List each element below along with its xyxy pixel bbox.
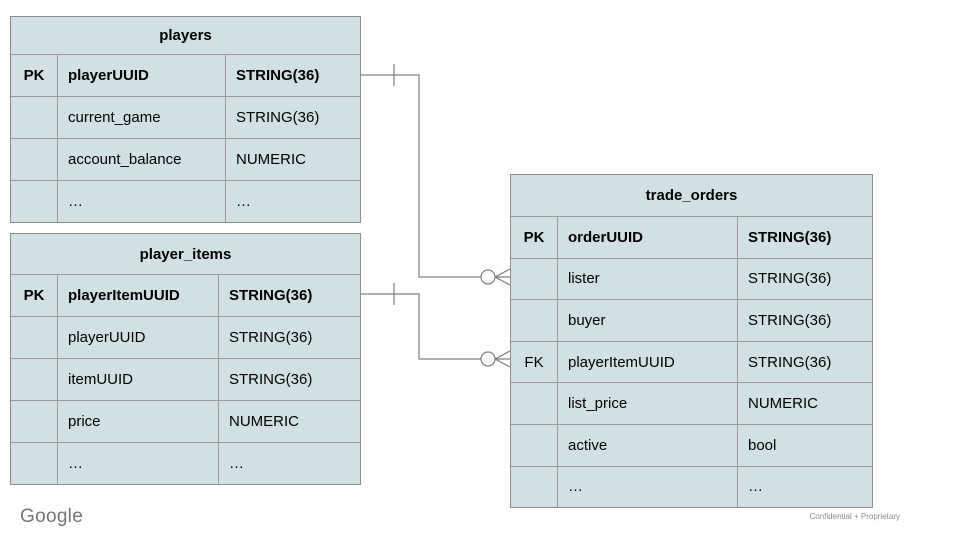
entity-table-trade-orders: trade_orders PK orderUUID STRING(36) lis… xyxy=(510,174,873,509)
key-cell xyxy=(11,181,58,222)
table-row: list_price NUMERIC xyxy=(511,382,872,424)
type-cell: … xyxy=(229,455,244,472)
cardinality-zero-circle xyxy=(480,351,496,367)
type-cell: NUMERIC xyxy=(236,151,306,168)
key-cell xyxy=(11,139,58,180)
table-row: buyer STRING(36) xyxy=(511,299,872,341)
table-row: PK orderUUID STRING(36) xyxy=(511,216,872,258)
field-cell: playerItemUUID xyxy=(558,341,738,383)
field-cell: … xyxy=(58,443,219,484)
key-cell: FK xyxy=(511,341,558,383)
cardinality-many-crowfoot xyxy=(494,350,511,368)
table-row: PK playerItemUUID STRING(36) xyxy=(11,274,360,316)
type-cell: STRING(36) xyxy=(236,109,320,126)
type-cell: STRING(36) xyxy=(748,270,832,288)
table-row: … … xyxy=(511,465,872,508)
field-cell: active xyxy=(558,424,738,466)
field-cell: playerUUID xyxy=(58,317,219,358)
type-cell: bool xyxy=(748,436,777,454)
field-cell: account_balance xyxy=(58,139,226,180)
type-cell: STRING(36) xyxy=(236,67,320,84)
field-cell: price xyxy=(58,401,219,442)
table-row: playerUUID STRING(36) xyxy=(11,316,360,358)
field-cell: list_price xyxy=(558,383,738,424)
type-cell: STRING(36) xyxy=(229,287,313,304)
table-row: itemUUID STRING(36) xyxy=(11,358,360,400)
table-row: PK playerUUID STRING(36) xyxy=(11,54,360,96)
key-cell: PK xyxy=(11,55,58,96)
key-cell xyxy=(511,424,558,466)
confidential-label: Confidential + Proprietary xyxy=(809,512,901,521)
field-cell: … xyxy=(58,181,226,222)
key-cell xyxy=(511,258,558,300)
entity-table-player-items: player_items PK playerItemUUID STRING(36… xyxy=(10,233,361,485)
key-cell xyxy=(11,443,58,484)
cardinality-many-crowfoot xyxy=(494,268,511,286)
table-row: account_balance NUMERIC xyxy=(11,138,360,180)
entity-table-players: players PK playerUUID STRING(36) current… xyxy=(10,16,361,223)
field-cell: playerUUID xyxy=(58,55,226,96)
table-row: active bool xyxy=(511,423,872,466)
field-cell: itemUUID xyxy=(58,359,219,400)
key-cell: PK xyxy=(11,275,58,316)
key-cell xyxy=(511,383,558,424)
field-cell: playerItemUUID xyxy=(58,275,219,316)
type-cell: NUMERIC xyxy=(229,413,299,430)
relationship-line xyxy=(361,74,481,278)
relationship-player-items-to-trade-orders xyxy=(361,283,511,368)
key-cell xyxy=(11,317,58,358)
google-logo: Google xyxy=(20,506,84,527)
key-cell xyxy=(11,359,58,400)
table-row: … … xyxy=(11,180,360,222)
type-cell: STRING(36) xyxy=(748,311,832,329)
relationship-line xyxy=(361,293,481,360)
field-cell: current_game xyxy=(58,97,226,138)
table-title: player_items xyxy=(139,245,232,263)
table-row: price NUMERIC xyxy=(11,400,360,442)
table-row: … … xyxy=(11,442,360,484)
type-cell: … xyxy=(748,478,763,496)
type-cell: … xyxy=(236,193,251,210)
field-cell: … xyxy=(558,466,738,508)
key-cell xyxy=(511,300,558,341)
type-cell: STRING(36) xyxy=(748,228,832,246)
field-cell: lister xyxy=(558,258,738,300)
table-row: current_game STRING(36) xyxy=(11,96,360,138)
type-cell: STRING(36) xyxy=(748,353,832,371)
type-cell: STRING(36) xyxy=(229,329,313,346)
cardinality-zero-circle xyxy=(480,269,496,285)
table-title: players xyxy=(159,27,212,44)
type-cell: STRING(36) xyxy=(229,371,313,388)
relationship-players-to-trade-orders xyxy=(361,64,511,286)
key-cell xyxy=(11,401,58,442)
field-cell: orderUUID xyxy=(558,217,738,258)
key-cell xyxy=(511,466,558,508)
type-cell: NUMERIC xyxy=(748,395,818,413)
key-cell xyxy=(11,97,58,138)
key-cell: PK xyxy=(511,217,558,258)
table-title: trade_orders xyxy=(645,187,738,204)
table-row: FK playerItemUUID STRING(36) xyxy=(511,340,872,383)
table-row: lister STRING(36) xyxy=(511,257,872,300)
field-cell: buyer xyxy=(558,300,738,341)
